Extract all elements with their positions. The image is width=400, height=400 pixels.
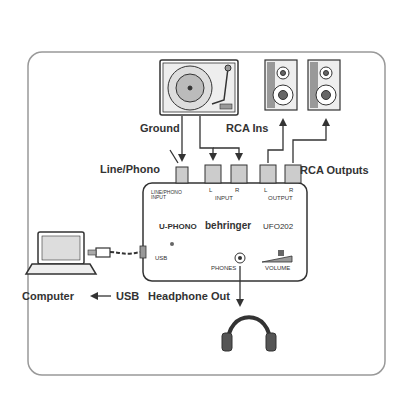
jack-label: LINE/PHONO INPUT [151, 190, 185, 201]
control-label: VOLUME [265, 265, 290, 271]
audio-interface [140, 165, 307, 281]
device-panel: LINE/PHONO INPUTLRINPUTLROUTPUTU-PHONObe… [145, 185, 305, 280]
jack-group-label: OUTPUT [268, 195, 293, 201]
callout-label: Line/Phono [100, 163, 160, 175]
product-name: U-PHONO [159, 223, 197, 231]
channel-label: R [289, 187, 293, 193]
speakers [265, 60, 340, 110]
callout-label: USB [116, 290, 139, 302]
callout-label: RCA Ins [226, 122, 268, 134]
callout-label: RCA Outputs [300, 164, 369, 176]
callout-label: Headphone Out [148, 290, 230, 302]
jack-group-label: INPUT [215, 195, 233, 201]
frame [28, 52, 385, 375]
channel-label: R [235, 187, 239, 193]
port-label: USB [155, 255, 167, 261]
callout-label: Computer [22, 290, 74, 302]
laptop [26, 232, 96, 274]
port-label: PHONES [211, 265, 236, 271]
turntable [160, 60, 238, 115]
headphones [222, 317, 276, 351]
signal-lines [92, 116, 326, 305]
model-number: UFO202 [263, 223, 293, 231]
channel-label: L [264, 187, 267, 193]
channel-label: L [209, 187, 212, 193]
brand-logo: behringer [205, 221, 251, 232]
usb-cable [88, 248, 140, 257]
callout-label: Ground [140, 122, 180, 134]
